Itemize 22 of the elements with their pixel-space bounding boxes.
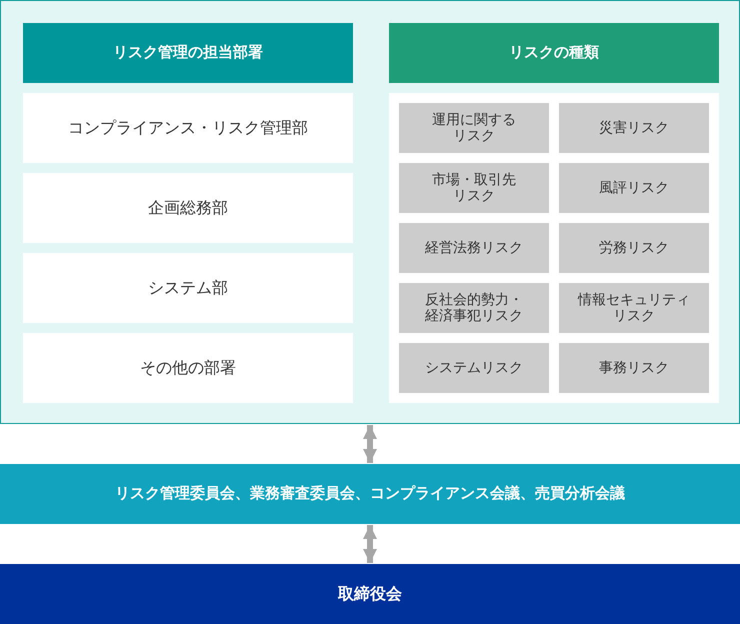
board-bar: 取締役会 bbox=[0, 564, 740, 624]
department-box: その他の部署 bbox=[23, 333, 353, 403]
risk-box: 災害リスク bbox=[559, 103, 709, 153]
risk-box: システムリスク bbox=[399, 343, 549, 393]
risk-box: 運用に関するリスク bbox=[399, 103, 549, 153]
risk-box: 反社会的勢力・経済事犯リスク bbox=[399, 283, 549, 333]
panel-background bbox=[0, 0, 740, 424]
department-box: コンプライアンス・リスク管理部 bbox=[23, 93, 353, 163]
department-box: 企画総務部 bbox=[23, 173, 353, 243]
risk-box: 市場・取引先リスク bbox=[399, 163, 549, 213]
double-arrow bbox=[363, 425, 377, 463]
double-arrow bbox=[363, 525, 377, 563]
risk-box: 事務リスク bbox=[559, 343, 709, 393]
risk-box: 情報セキュリティリスク bbox=[559, 283, 709, 333]
department-box: システム部 bbox=[23, 253, 353, 323]
risk-box: 経営法務リスク bbox=[399, 223, 549, 273]
committee-bar: リスク管理委員会、業務審査委員会、コンプライアンス会議、売買分析会議 bbox=[0, 464, 740, 524]
risk-box: 労務リスク bbox=[559, 223, 709, 273]
header-box: リスク管理の担当部署 bbox=[23, 23, 353, 83]
header-box: リスクの種類 bbox=[389, 23, 719, 83]
risk-box: 風評リスク bbox=[559, 163, 709, 213]
panel-background bbox=[389, 93, 719, 403]
